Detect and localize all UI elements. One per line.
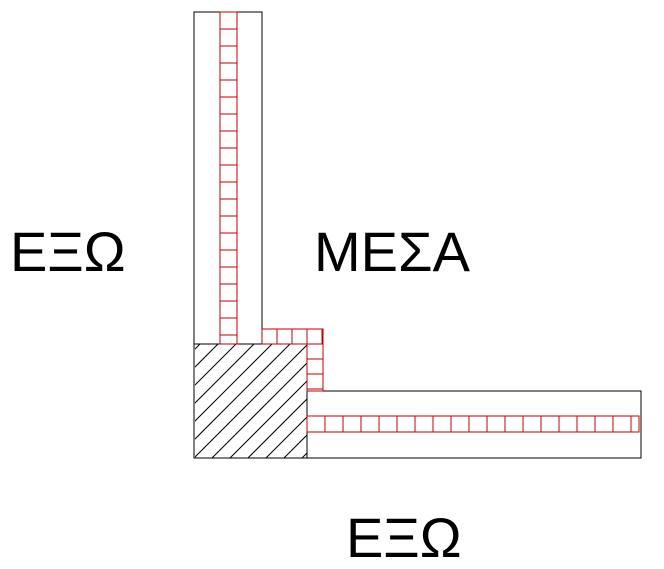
insulation-vertical [219, 11, 238, 345]
hatch-line [0, 344, 74, 458]
hatch-line [195, 344, 237, 386]
hatch-line [410, 344, 524, 458]
hatch-line [195, 344, 291, 440]
hatch-line [265, 416, 307, 458]
insulation-corner-wrap [261, 328, 324, 392]
hatch-line [195, 344, 307, 458]
hatch-line [195, 344, 201, 350]
hatch-line [301, 452, 307, 458]
hatch-line [283, 434, 307, 458]
hatch-line [14, 344, 128, 458]
hatch-line [195, 344, 255, 404]
hatch-line [32, 344, 146, 458]
hatch-line [356, 344, 470, 458]
hatch-line [320, 344, 434, 458]
insulation-horizontal [306, 415, 640, 433]
hatch-line [229, 380, 307, 458]
hatch-line [211, 362, 307, 458]
hatch-line [50, 344, 164, 458]
hatch-line [374, 344, 488, 458]
hatch-line [392, 344, 506, 458]
hatch-line [0, 344, 110, 458]
inside-label: ΜΕΣΑ [314, 220, 470, 283]
outside-label-left: ΕΞΩ [10, 220, 126, 283]
hatch-line [0, 344, 92, 458]
hatch-line [195, 344, 273, 422]
hatch-line [68, 344, 182, 458]
column-hatch [0, 344, 524, 458]
corner-column [0, 343, 524, 459]
vertical-wall [193, 11, 263, 345]
outside-label-bottom: ΕΞΩ [346, 506, 462, 569]
hatch-line [338, 344, 452, 458]
hatch-line [247, 398, 307, 458]
horizontal-wall [306, 390, 642, 459]
hatch-line [195, 344, 219, 368]
